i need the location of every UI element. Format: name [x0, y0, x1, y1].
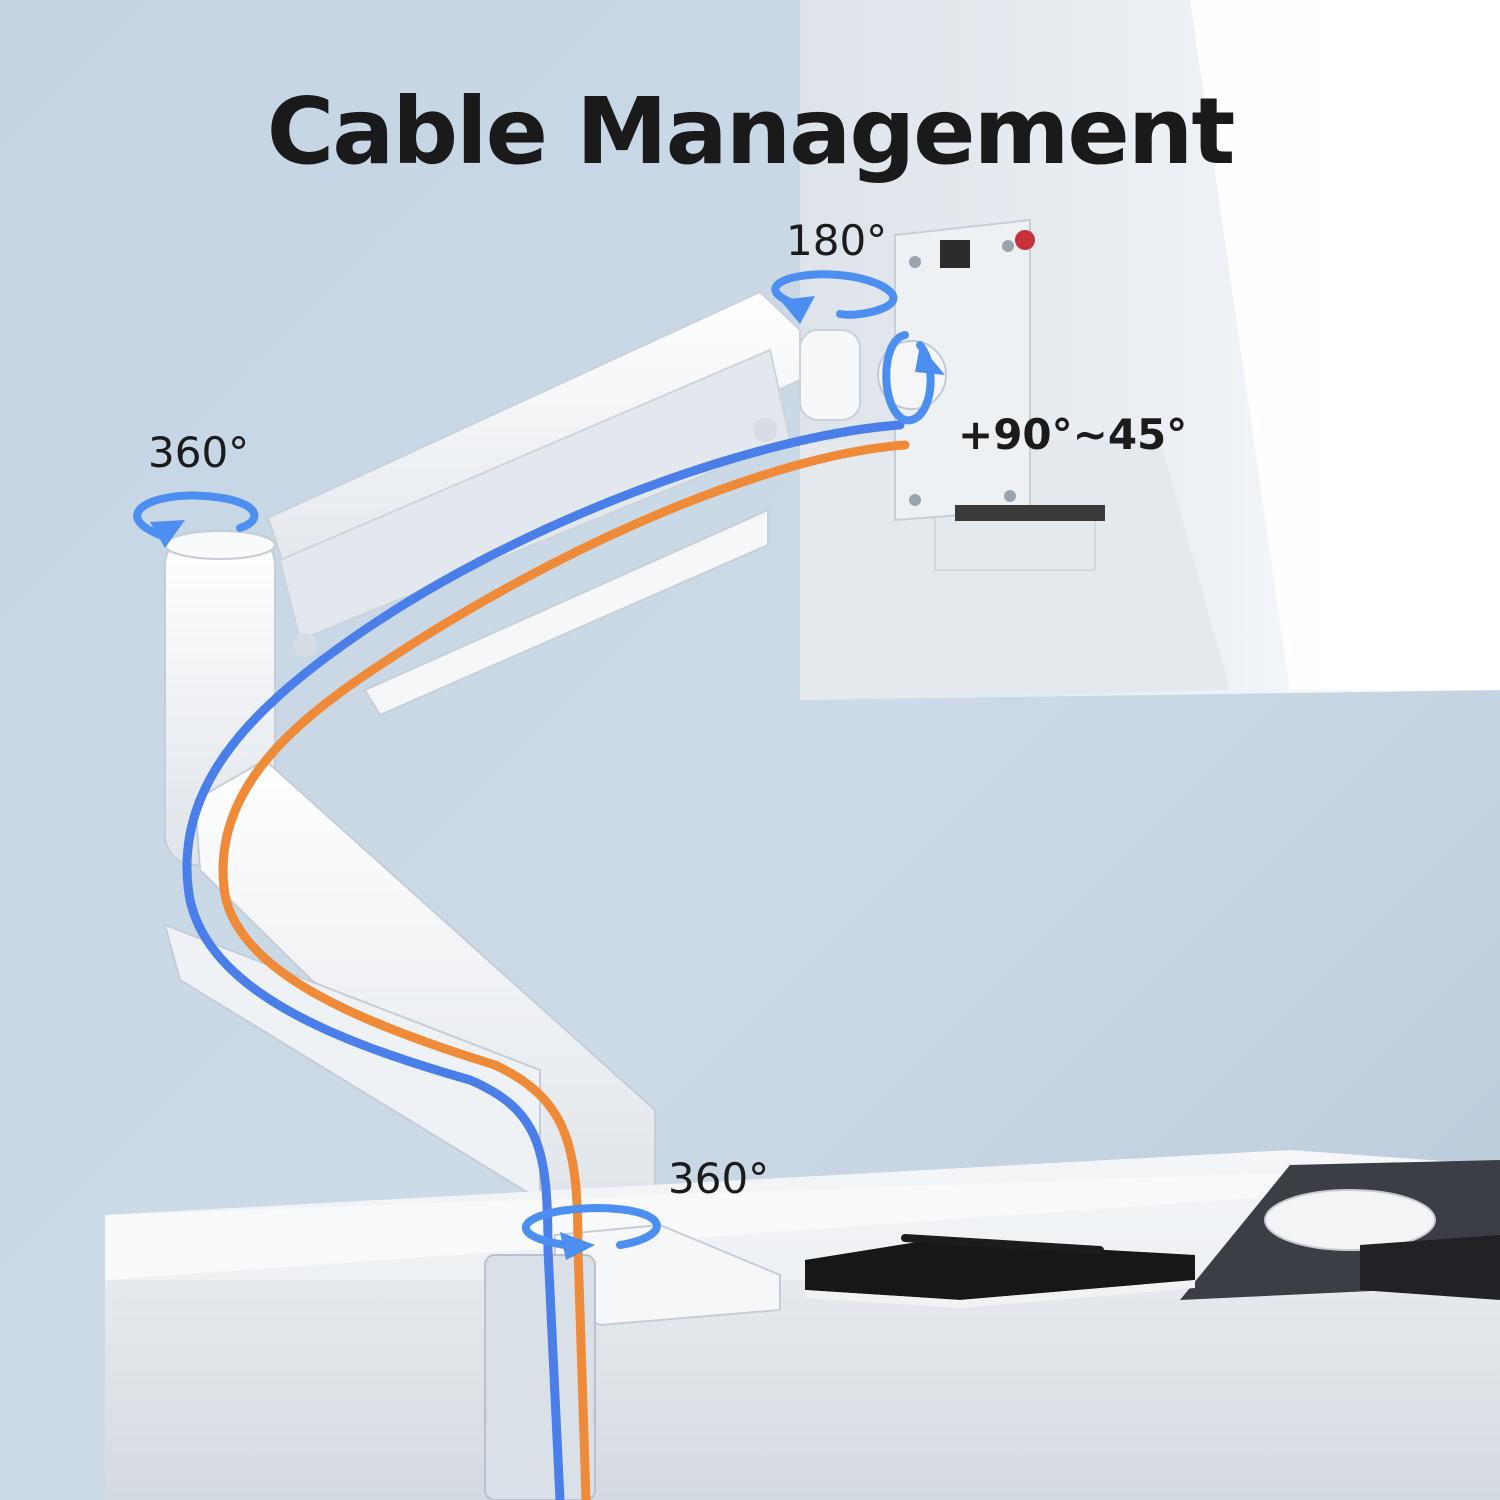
- page-title: Cable Management: [266, 78, 1236, 185]
- monitor: [800, 0, 1500, 700]
- keyboard: [1360, 1235, 1500, 1300]
- tilt-angle-label: +90°~45°: [958, 410, 1188, 459]
- vesa-mount-plate: [894, 218, 1105, 522]
- orange-cable: [218, 440, 910, 1500]
- mouse: [1264, 1189, 1436, 1251]
- rotation-arrow-tilt-icon: [882, 331, 945, 425]
- notebook: [805, 1234, 1195, 1308]
- upper-arm: [266, 290, 801, 657]
- joint-rotation-label: 360°: [148, 428, 250, 477]
- blue-cable: [182, 420, 905, 1500]
- desk: [105, 1150, 1500, 1500]
- desk-clamp: [484, 1223, 781, 1500]
- rotation-arrow-180-icon: [771, 270, 898, 324]
- base-rotation-label: 360°: [668, 1154, 770, 1203]
- rotation-arrow-360-top-icon: [133, 491, 259, 548]
- rotation-arrow-360-base-icon: [521, 1203, 661, 1260]
- upper-cable-tray: [363, 508, 769, 717]
- swivel-angle-label: 180°: [786, 216, 888, 265]
